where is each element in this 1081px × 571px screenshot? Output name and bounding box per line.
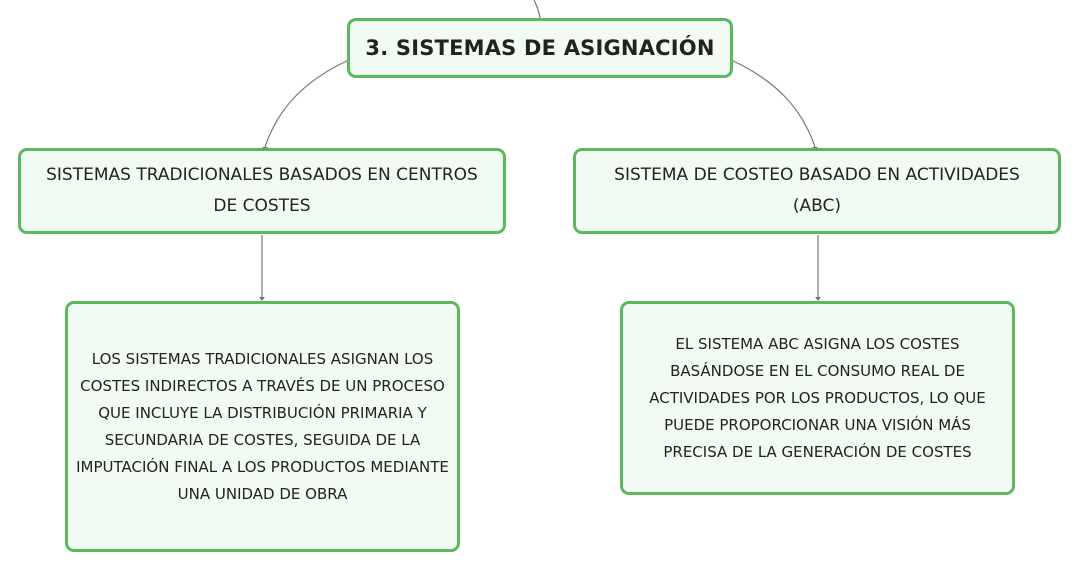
abc-system-label: SISTEMA DE COSTEO BASADO EN ACTIVIDADES … — [614, 165, 1020, 216]
traditional-systems-label: SISTEMAS TRADICIONALES BASADOS EN CENTRO… — [46, 165, 478, 216]
traditional-systems-detail-text: LOS SISTEMAS TRADICIONALES ASIGNAN LOS C… — [76, 349, 449, 503]
root-node[interactable]: 3. SISTEMAS DE ASIGNACIÓN — [347, 18, 733, 78]
arrowhead-left-to-leaf — [259, 297, 265, 301]
abc-system-detail-node[interactable]: EL SISTEMA ABC ASIGNA LOS COSTES BASÁNDO… — [620, 301, 1015, 495]
root-node-label: 3. SISTEMAS DE ASIGNACIÓN — [365, 36, 715, 60]
arrowhead-right-to-leaf — [815, 297, 821, 301]
traditional-systems-node[interactable]: SISTEMAS TRADICIONALES BASADOS EN CENTRO… — [18, 148, 506, 234]
abc-system-node[interactable]: SISTEMA DE COSTEO BASADO EN ACTIVIDADES … — [573, 148, 1061, 234]
abc-system-detail-text: EL SISTEMA ABC ASIGNA LOS COSTES BASÁNDO… — [649, 334, 986, 461]
connector-root-to-right — [730, 59, 816, 148]
traditional-systems-detail-node[interactable]: LOS SISTEMAS TRADICIONALES ASIGNAN LOS C… — [65, 301, 460, 552]
connector-root-to-left — [264, 59, 350, 148]
connector-from-above — [533, 0, 541, 19]
